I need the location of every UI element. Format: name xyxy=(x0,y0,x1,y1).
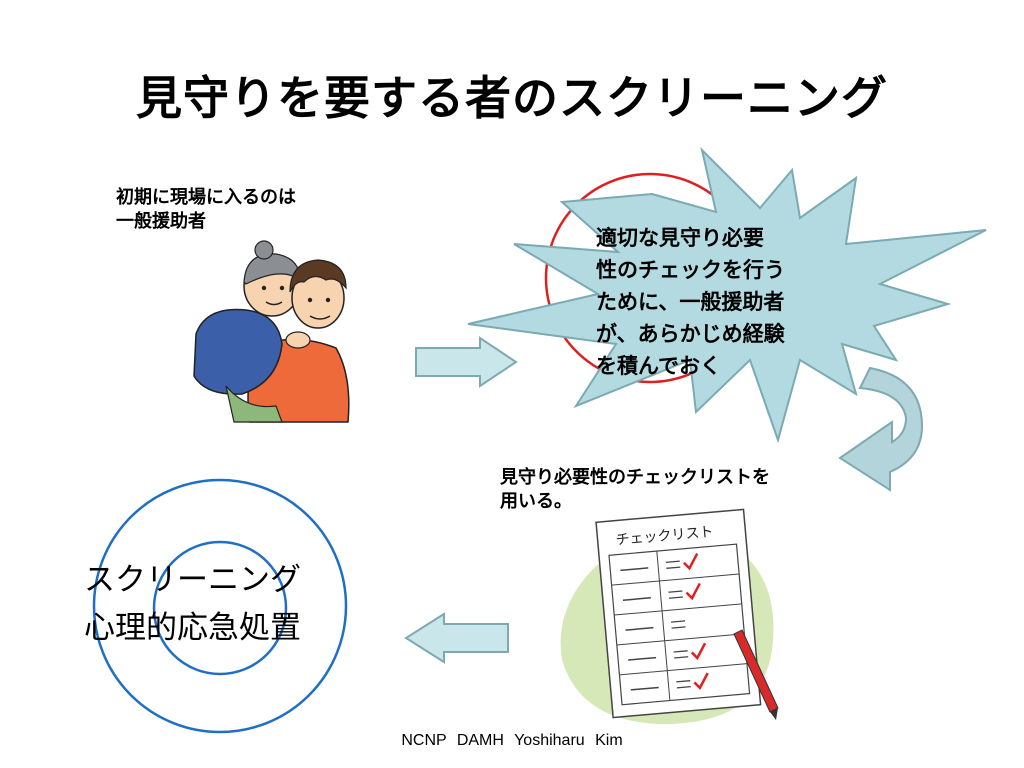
caption-checklist: 見守り必要性のチェックリストを 用いる。 xyxy=(500,467,770,512)
checkmark-icon xyxy=(683,553,699,571)
slide-title: 見守りを要する者のスクリーニング xyxy=(136,71,888,125)
speech-burst xyxy=(467,146,987,444)
checkmark-icon xyxy=(690,642,707,661)
burst-text: 適切な見守り必要 性のチェックを行う ために、一般援助者 が、あらかじめ経験 を… xyxy=(596,226,785,378)
target-circles xyxy=(92,478,348,734)
checkmark-icon xyxy=(693,672,709,690)
curved-arrow-icon xyxy=(838,366,924,492)
outer-circle xyxy=(92,478,348,734)
checkmark-icon xyxy=(685,582,701,601)
screening-pfa-label: スクリーニング 心理的応急処置 xyxy=(84,562,301,646)
left-arrow-icon xyxy=(404,612,509,664)
caption-initial-responder: 初期に現場に入るのは 一般援助者 xyxy=(116,187,296,232)
inner-circle xyxy=(152,540,288,676)
right-arrow-icon xyxy=(415,336,518,388)
pencil-icon xyxy=(733,629,779,720)
checklist-illustration: チェックリスト xyxy=(560,508,779,725)
footer-credit: NCNP DAMH Yoshiharu Kim xyxy=(401,732,623,749)
caregiver-illustration xyxy=(193,240,350,423)
